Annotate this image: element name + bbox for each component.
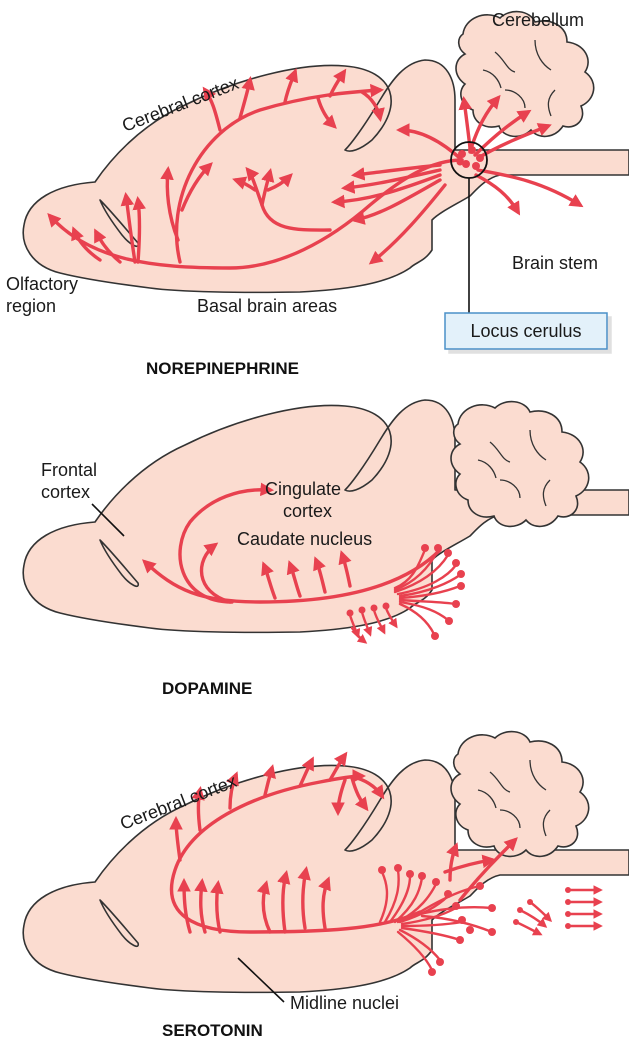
panel-norepinephrine: Locus cerulus Cerebellum Cerebral cortex… (6, 10, 629, 378)
panel-serotonin: Cerebral cortex Midline nuclei SEROTONIN (23, 732, 629, 1040)
label-caudate-nucleus: Caudate nucleus (237, 529, 372, 549)
title-serotonin: SEROTONIN (162, 1021, 263, 1040)
cerebellum-shape (456, 12, 594, 137)
label-cingulate-cortex: cortex (283, 501, 332, 521)
label-olfactory-region: region (6, 296, 56, 316)
label-midline-nuclei: Midline nuclei (290, 993, 399, 1013)
label-frontal: Frontal (41, 460, 97, 480)
label-cingulate: Cingulate (265, 479, 341, 499)
label-locus-cerulus: Locus cerulus (470, 321, 581, 341)
panel-dopamine: Frontal cortex Cingulate cortex Caudate … (23, 400, 629, 698)
label-cerebellum: Cerebellum (492, 10, 584, 30)
title-dopamine: DOPAMINE (162, 679, 252, 698)
label-olfactory: Olfactory (6, 274, 78, 294)
title-norepinephrine: NOREPINEPHRINE (146, 359, 299, 378)
label-brain-stem: Brain stem (512, 253, 598, 273)
cerebellum-shape (451, 732, 589, 857)
cerebellum-shape (451, 402, 589, 527)
label-basal-brain-areas: Basal brain areas (197, 296, 337, 316)
label-frontal-cortex: cortex (41, 482, 90, 502)
